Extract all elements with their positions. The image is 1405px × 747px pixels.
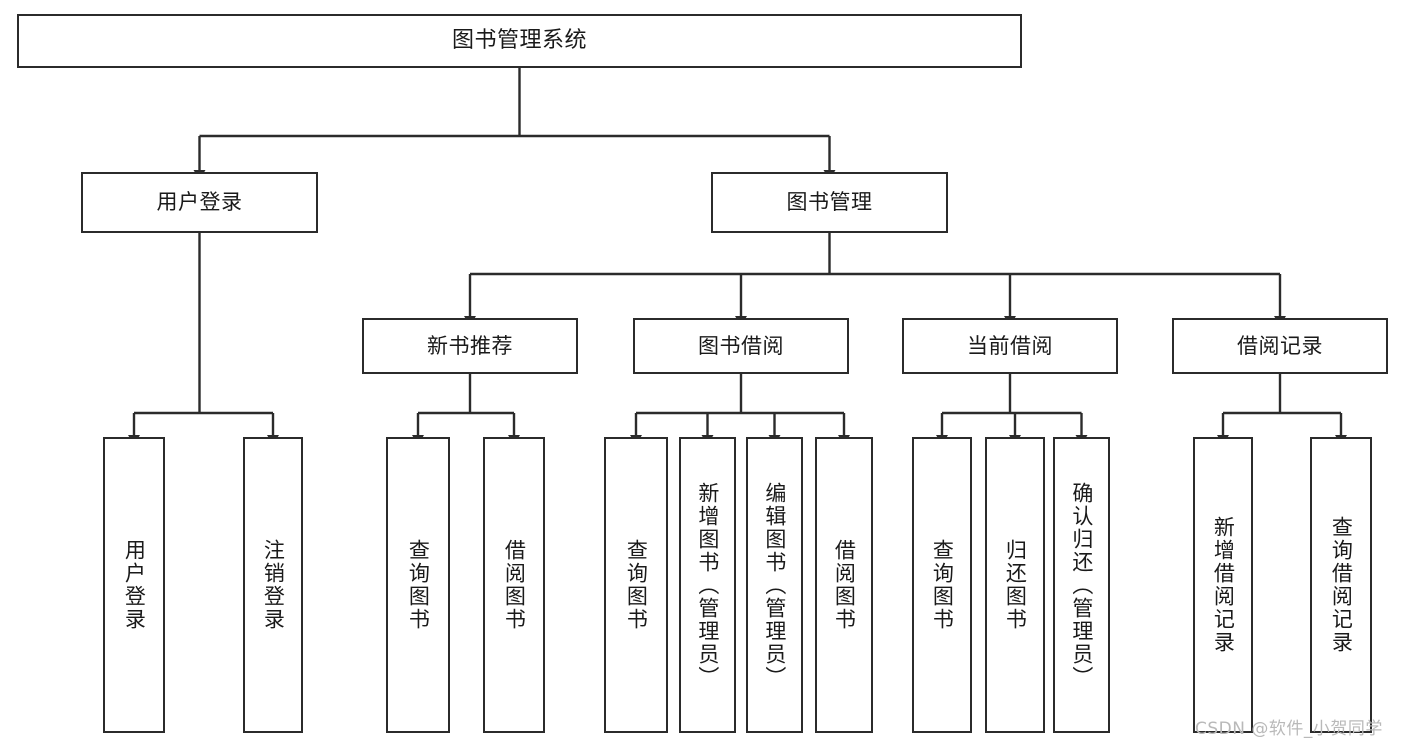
node-leaf-borrow-book-1[interactable]: 借阅图书 — [483, 437, 545, 733]
node-label: 用户登录 — [156, 190, 243, 215]
node-label: 图书借阅 — [698, 333, 784, 358]
node-leaf-user-login[interactable]: 用户登录 — [103, 437, 165, 733]
node-leaf-query-record[interactable]: 查询借阅记录 — [1310, 437, 1372, 733]
node-leaf-borrow-book-2[interactable]: 借阅图书 — [815, 437, 873, 733]
watermark: CSDN @软件_小贺同学 — [1195, 719, 1383, 739]
node-label: 图书管理系统 — [451, 28, 587, 54]
node-label: 新增图书（管理员） — [695, 481, 720, 689]
node-label: 借阅图书 — [502, 539, 527, 631]
node-leaf-query-book-1[interactable]: 查询图书 — [386, 437, 450, 733]
node-new-book-rec[interactable]: 新书推荐 — [362, 318, 578, 374]
node-leaf-edit-book[interactable]: 编辑图书（管理员） — [746, 437, 803, 733]
node-label: 借阅记录 — [1237, 333, 1323, 358]
node-label: 查询借阅记录 — [1329, 516, 1354, 654]
node-leaf-query-book-2[interactable]: 查询图书 — [604, 437, 668, 733]
node-label: 借阅图书 — [832, 539, 857, 631]
node-leaf-confirm-return[interactable]: 确认归还（管理员） — [1053, 437, 1110, 733]
node-label: 新增借阅记录 — [1211, 516, 1236, 654]
node-label: 归还图书 — [1003, 539, 1028, 631]
node-user-login[interactable]: 用户登录 — [81, 172, 318, 233]
node-label: 查询图书 — [930, 539, 955, 631]
node-leaf-query-book-3[interactable]: 查询图书 — [912, 437, 972, 733]
node-leaf-add-record[interactable]: 新增借阅记录 — [1193, 437, 1253, 733]
node-label: 新书推荐 — [427, 333, 513, 358]
node-label: 确认归还（管理员） — [1069, 481, 1094, 689]
node-label: 图书管理 — [786, 190, 873, 215]
edges — [128, 68, 1347, 445]
node-leaf-return-book[interactable]: 归还图书 — [985, 437, 1045, 733]
node-book-manage[interactable]: 图书管理 — [711, 172, 948, 233]
node-borrow-record[interactable]: 借阅记录 — [1172, 318, 1388, 374]
node-label: 查询图书 — [624, 539, 649, 631]
node-leaf-add-book[interactable]: 新增图书（管理员） — [679, 437, 736, 733]
node-book-borrow[interactable]: 图书借阅 — [633, 318, 849, 374]
node-current-borrow[interactable]: 当前借阅 — [902, 318, 1118, 374]
node-label: 编辑图书（管理员） — [762, 481, 787, 689]
node-label: 当前借阅 — [967, 333, 1053, 358]
node-root[interactable]: 图书管理系统 — [17, 14, 1022, 68]
node-label: 注销登录 — [261, 539, 286, 631]
node-leaf-logout[interactable]: 注销登录 — [243, 437, 303, 733]
node-label: 用户登录 — [122, 539, 147, 631]
node-label: 查询图书 — [406, 539, 431, 631]
